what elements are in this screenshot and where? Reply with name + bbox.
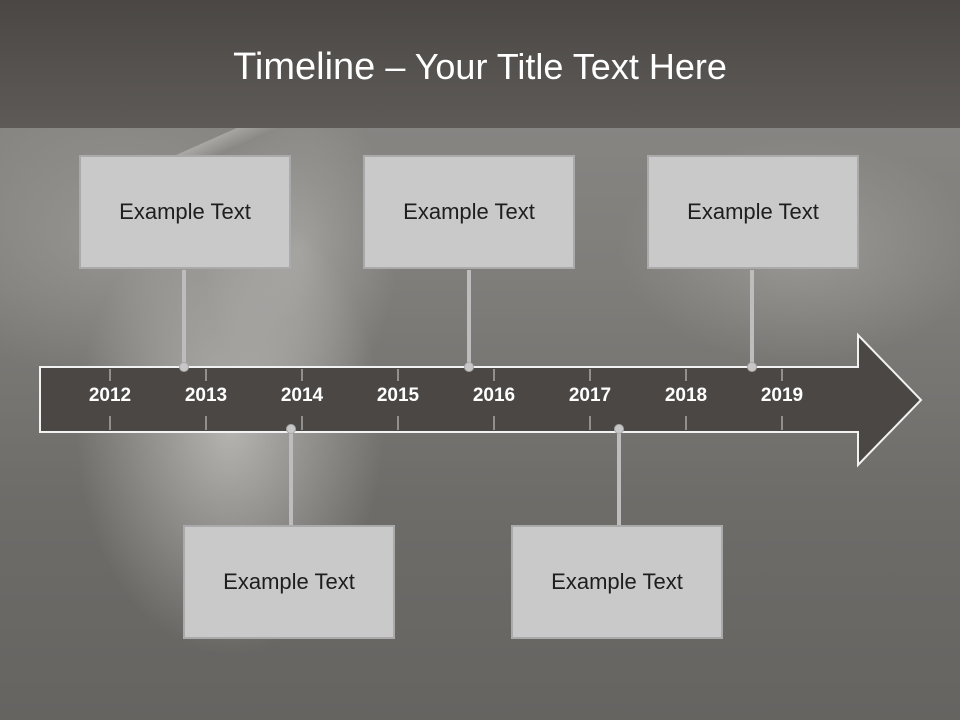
- year-label-2019: 2019: [760, 385, 804, 406]
- event-5-dot: [614, 424, 624, 434]
- tick-marks: [109, 369, 783, 430]
- arrow-shape: [39, 332, 923, 468]
- slide-title: Timeline – Your Title Text Here: [0, 46, 960, 88]
- year-label-2014: 2014: [280, 385, 324, 406]
- event-1-dot: [179, 362, 189, 372]
- event-2-connector: [467, 270, 471, 366]
- year-label-2015: 2015: [376, 385, 420, 406]
- event-1-connector: [182, 270, 186, 366]
- year-label-2012: 2012: [88, 385, 132, 406]
- title-bar: Timeline – Your Title Text Here: [0, 0, 960, 128]
- year-label-2013: 2013: [184, 385, 228, 406]
- event-2-dot: [464, 362, 474, 372]
- event-box-1: Example Text: [79, 155, 291, 269]
- title-lead: Timeline: [233, 46, 376, 88]
- event-box-3: Example Text: [647, 155, 859, 269]
- event-3-dot: [747, 362, 757, 372]
- event-5-connector: [617, 432, 621, 526]
- year-label-2017: 2017: [568, 385, 612, 406]
- event-4-dot: [286, 424, 296, 434]
- event-box-2: Example Text: [363, 155, 575, 269]
- year-label-2018: 2018: [664, 385, 708, 406]
- event-box-4: Example Text: [183, 525, 395, 639]
- event-4-connector: [289, 432, 293, 526]
- year-label-2016: 2016: [472, 385, 516, 406]
- title-rest: – Your Title Text Here: [375, 46, 727, 87]
- event-box-5: Example Text: [511, 525, 723, 639]
- event-3-connector: [750, 270, 754, 366]
